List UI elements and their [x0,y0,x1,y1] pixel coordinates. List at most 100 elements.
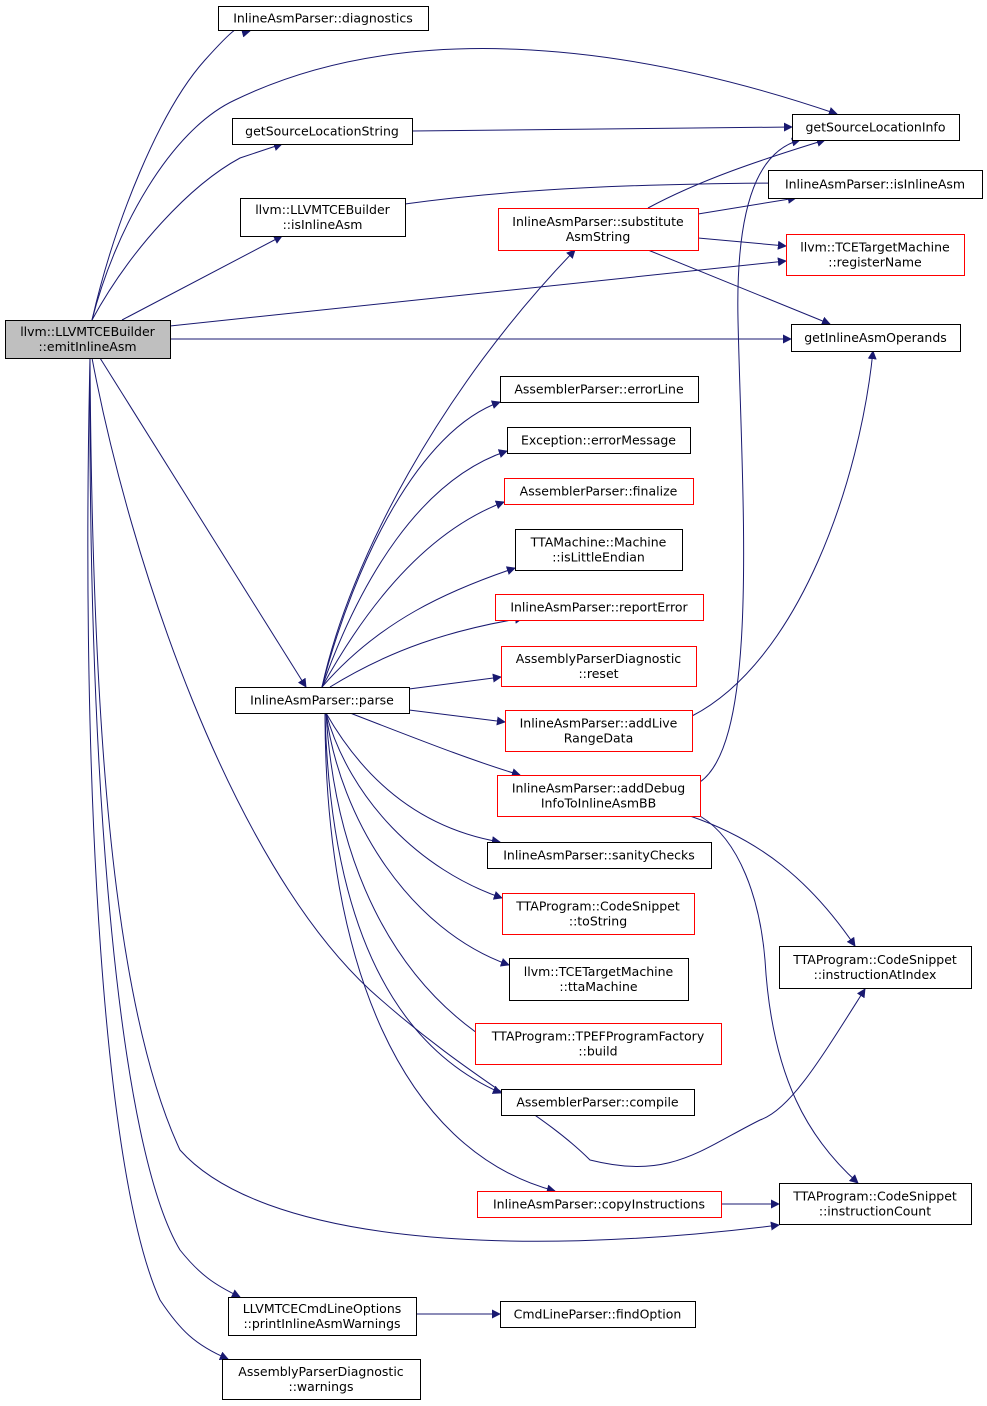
node-compile[interactable]: AssemblerParser::compile [501,1089,695,1116]
node-box [235,687,410,714]
edge-parse-to-reportError [329,614,524,688]
node-box [497,775,701,817]
node-label: ::reset [578,666,618,681]
node-label: AssemblyParserDiagnostic [238,1364,404,1379]
node-label: ::build [578,1044,617,1059]
edge-addDebugInfo-to-instructionCount [699,815,859,1184]
edge-addLiveRange-to-getInlineAsmOperands [691,350,877,717]
node-errorMessage[interactable]: Exception::errorMessage [507,427,691,454]
node-label: ::isInlineAsm [283,217,363,232]
edge-root-to-printWarnings [89,357,241,1298]
node-box [500,376,699,403]
node-reportError[interactable]: InlineAsmParser::reportError [495,594,704,621]
node-label: ::instructionAtIndex [814,967,937,982]
node-label: ::warnings [289,1379,354,1394]
edge-substitute-to-getSourceLocationInfo [647,138,826,209]
node-errorLine[interactable]: AssemblerParser::errorLine [500,376,699,403]
edge-builderIsInlineAsm-to-parserIsInlineAsm [404,178,781,205]
node-box [515,529,683,571]
node-label: TTAProgram::CodeSnippet [515,899,680,914]
edge-parse-to-ttaMachine [325,712,510,967]
edge-getSourceLocationString-to-getSourceLocationInfo [411,122,793,132]
edge-substitute-to-parserIsInlineAsm [697,194,797,215]
node-box [475,1023,722,1065]
node-getSourceLocationString[interactable]: getSourceLocationString [232,118,413,145]
node-label: InlineAsmParser::sanityChecks [503,848,695,863]
node-label: llvm::TCETargetMachine [800,240,950,255]
node-box [768,170,983,199]
node-parserIsInlineAsm[interactable]: InlineAsmParser::isInlineAsm [768,170,983,199]
node-label: llvm::LLVMTCEBuilder [255,202,390,217]
node-addDebugInfo[interactable]: InlineAsmParser::addDebugInfoToInlineAsm… [497,775,701,817]
node-builderIsInlineAsm[interactable]: llvm::LLVMTCEBuilder::isInlineAsm [240,198,406,237]
node-instructionCount[interactable]: TTAProgram::CodeSnippet::instructionCoun… [779,1183,972,1225]
node-registerName[interactable]: llvm::TCETargetMachine::registerName [786,234,965,276]
node-label: AssemblerParser::compile [516,1095,679,1110]
node-box [477,1191,722,1218]
edge-root-to-warnings [87,357,229,1360]
node-getInlineAsmOperands[interactable]: getInlineAsmOperands [791,324,961,352]
node-box [504,478,694,505]
node-label: getSourceLocationString [245,124,399,139]
node-label: InlineAsmParser::parse [250,693,394,708]
node-box [509,958,689,1001]
node-box [500,1301,696,1328]
node-findOption[interactable]: CmdLineParser::findOption [500,1301,696,1328]
node-label: AsmString [566,229,631,244]
node-box [498,208,699,251]
node-label: ::isLittleEndian [552,550,645,565]
node-printWarnings[interactable]: LLVMTCECmdLineOptions::printInlineAsmWar… [228,1297,417,1336]
edge-root-to-parse [99,357,307,688]
node-reset[interactable]: AssemblyParserDiagnostic::reset [501,646,697,687]
node-parse[interactable]: InlineAsmParser::parse [235,687,410,714]
node-label: AssemblerParser::finalize [520,484,678,499]
node-label: Exception::errorMessage [521,433,676,448]
node-label: llvm::LLVMTCEBuilder [20,324,155,339]
node-root[interactable]: llvm::LLVMTCEBuilder::emitInlineAsm [5,320,171,359]
node-label: InlineAsmParser::copyInstructions [493,1197,705,1212]
edge-parse-to-addDebugInfo [349,712,521,777]
edge-parse-to-isLittleEndian [321,566,516,688]
edge-root-to-getSourceLocationString [91,142,283,321]
node-label: ::emitInlineAsm [38,339,136,354]
node-ttaMachine[interactable]: llvm::TCETargetMachine::ttaMachine [509,958,689,1001]
node-toString[interactable]: TTAProgram::CodeSnippet::toString [502,893,695,935]
node-diagnostics[interactable]: InlineAsmParser::diagnostics [218,6,429,31]
edges-layer [87,27,877,1360]
node-copyInstructions[interactable]: InlineAsmParser::copyInstructions [477,1191,722,1218]
node-label: TTAProgram::CodeSnippet [792,1189,957,1204]
node-label: LLVMTCECmdLineOptions [243,1301,402,1316]
node-label: TTAProgram::TPEFProgramFactory [491,1029,705,1044]
node-box [240,198,406,237]
node-box [232,118,413,145]
node-box [786,234,965,276]
node-getSourceLocationInfo[interactable]: getSourceLocationInfo [792,114,960,141]
edge-parse-to-sanityChecks [325,712,501,846]
node-label: InlineAsmParser::addLive [520,716,678,731]
node-label: llvm::TCETargetMachine [524,964,674,979]
node-instructionAtIndex[interactable]: TTAProgram::CodeSnippet::instructionAtIn… [779,946,972,989]
node-label: InlineAsmParser::reportError [510,600,688,615]
node-box [218,6,429,31]
node-box [228,1297,417,1336]
node-box [5,320,171,359]
edge-substitute-to-registerName [697,237,787,250]
node-label: AssemblerParser::errorLine [514,382,684,397]
node-isLittleEndian[interactable]: TTAMachine::Machine::isLittleEndian [515,529,683,571]
node-label: getSourceLocationInfo [806,120,946,135]
node-finalize[interactable]: AssemblerParser::finalize [504,478,694,505]
node-warnings[interactable]: AssemblyParserDiagnostic::warnings [222,1359,421,1400]
edge-root-to-instructionCount [89,357,780,1242]
node-box [779,1183,972,1225]
node-sanityChecks[interactable]: InlineAsmParser::sanityChecks [487,842,712,869]
nodes-layer: llvm::LLVMTCEBuilder::emitInlineAsmInlin… [5,6,983,1400]
node-label: TTAProgram::CodeSnippet [792,952,957,967]
edge-parse-to-finalize [321,500,505,688]
node-label: RangeData [564,731,633,746]
node-build[interactable]: TTAProgram::TPEFProgramFactory::build [475,1023,722,1065]
node-label: InfoToInlineAsmBB [541,796,656,811]
node-label: AssemblyParserDiagnostic [516,651,682,666]
